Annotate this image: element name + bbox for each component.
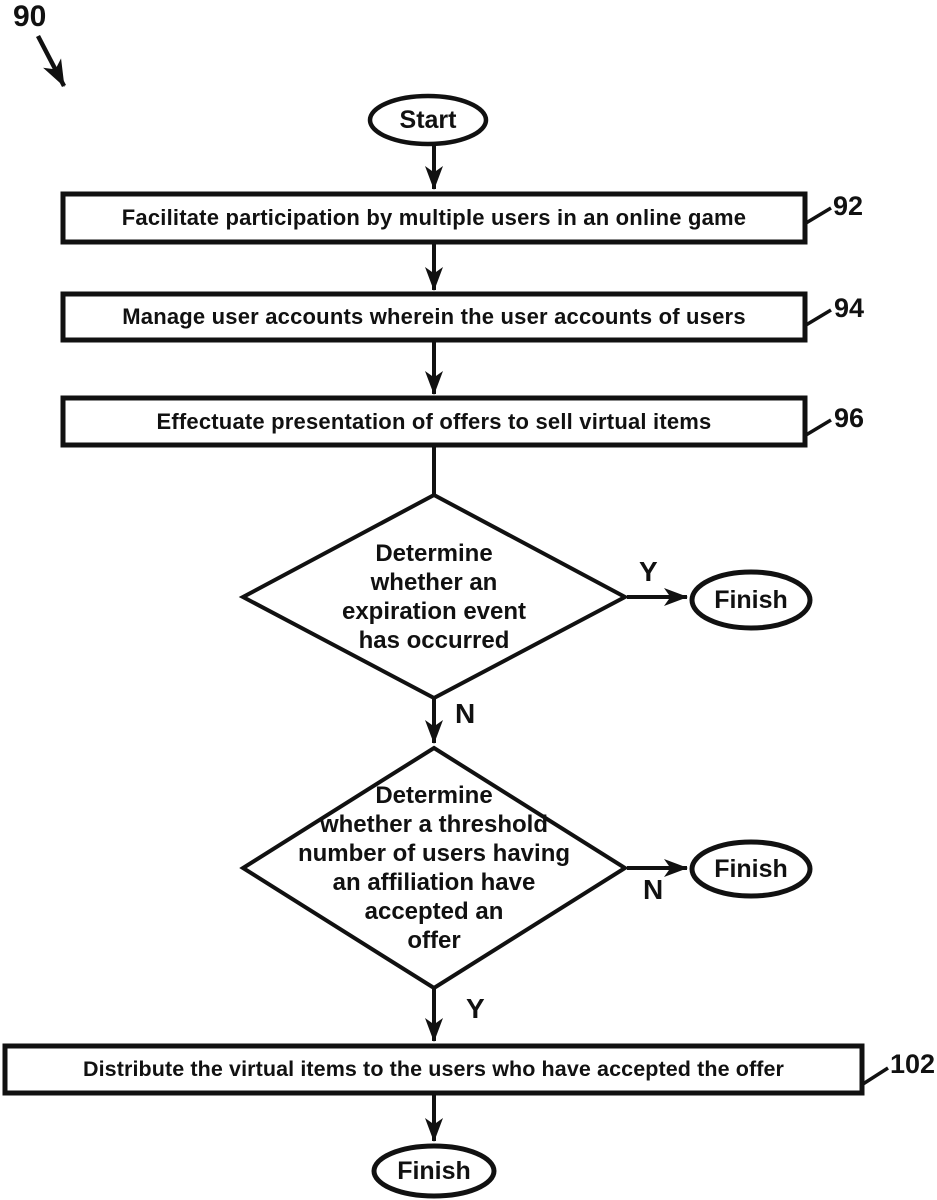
leader-96 xyxy=(805,418,832,437)
ref-102: 102 xyxy=(890,1049,936,1079)
step-box-94 xyxy=(60,291,808,343)
threshold-yes-label: Y xyxy=(466,993,485,1024)
ref-92: 92 xyxy=(833,191,864,221)
ref-94: 94 xyxy=(834,293,865,323)
expiration-yes-label: Y xyxy=(639,556,658,587)
step-96-text: Effectuate presentation of offers to sel… xyxy=(156,408,712,434)
ref-96: 96 xyxy=(834,403,865,433)
step-box-102 xyxy=(2,1043,865,1096)
finish-expiration-shape xyxy=(689,569,813,631)
leader-92 xyxy=(805,206,832,225)
start-terminal-shape xyxy=(367,93,489,147)
expiration-no-label: N xyxy=(455,698,476,729)
step-94-text: Manage user accounts wherein the user ac… xyxy=(122,304,746,329)
decision-diamond-expiration xyxy=(238,492,630,701)
finish-threshold-label: Finish xyxy=(714,854,788,883)
figure-ref-label: 90 xyxy=(13,0,47,33)
figure-ref-arrow xyxy=(36,34,66,88)
finish-expiration-label: Finish xyxy=(714,585,788,614)
decision-diamond-threshold xyxy=(239,745,629,991)
finish-end-shape xyxy=(371,1143,497,1199)
start-terminal-label: Start xyxy=(399,105,457,134)
leader-102 xyxy=(862,1066,889,1086)
step-box-96 xyxy=(60,395,808,448)
decision-threshold-text: Determine whether a threshold number of … xyxy=(297,782,571,954)
step-92-text: Facilitate participation by multiple use… xyxy=(121,205,747,230)
finish-threshold-shape xyxy=(689,839,813,899)
leader-94 xyxy=(805,308,832,327)
decision-expiration-text: Determine whether an expiration event ha… xyxy=(341,539,527,654)
threshold-no-label: N xyxy=(643,874,664,905)
finish-end-label: Finish xyxy=(397,1156,471,1185)
step-box-92 xyxy=(60,191,808,245)
step-102-text: Distribute the virtual items to the user… xyxy=(82,1057,785,1081)
